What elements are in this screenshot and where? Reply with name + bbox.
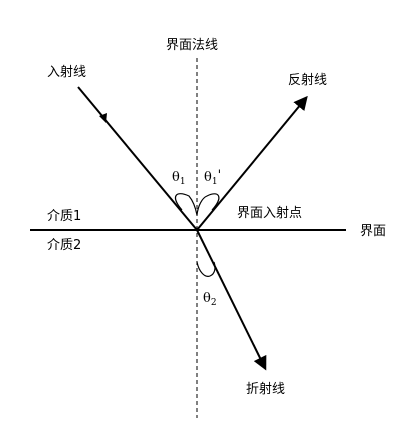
refracted-angle-arc (196, 261, 216, 277)
incident-angle-symbol: θ (172, 170, 180, 185)
reflected-angle-label: θ1' (204, 168, 221, 187)
reflected-angle-arc (196, 193, 220, 216)
incident-angle-arc (174, 193, 198, 216)
reflected-angle-subscript: 1 (212, 177, 218, 187)
incident-angle-subscript: 1 (180, 177, 186, 187)
refracted-ray-line (196, 229, 267, 371)
medium-1-label: 介质1 (47, 209, 81, 224)
incident-angle-label: θ1 (172, 170, 186, 187)
incidence-point-label: 界面入射点 (237, 205, 302, 221)
reflected-angle-prime: ' (218, 168, 222, 183)
refracted-angle-label: θ2 (203, 291, 217, 308)
normal-label: 界面法线 (166, 38, 218, 53)
refracted-angle-symbol: θ (203, 291, 211, 306)
medium-2-label: 介质2 (47, 238, 81, 253)
reflected-angle-symbol: θ (204, 170, 212, 185)
interface-label: 界面 (360, 224, 386, 239)
refracted-ray-label: 折射线 (246, 381, 285, 397)
refracted-angle-subscript: 2 (211, 298, 217, 308)
incident-ray-label: 入射线 (47, 64, 86, 80)
reflected-ray-label: 反射线 (288, 72, 327, 88)
incident-ray-line (77, 86, 198, 231)
reflected-ray-line (196, 95, 308, 231)
incident-ray-arrow (99, 113, 107, 123)
